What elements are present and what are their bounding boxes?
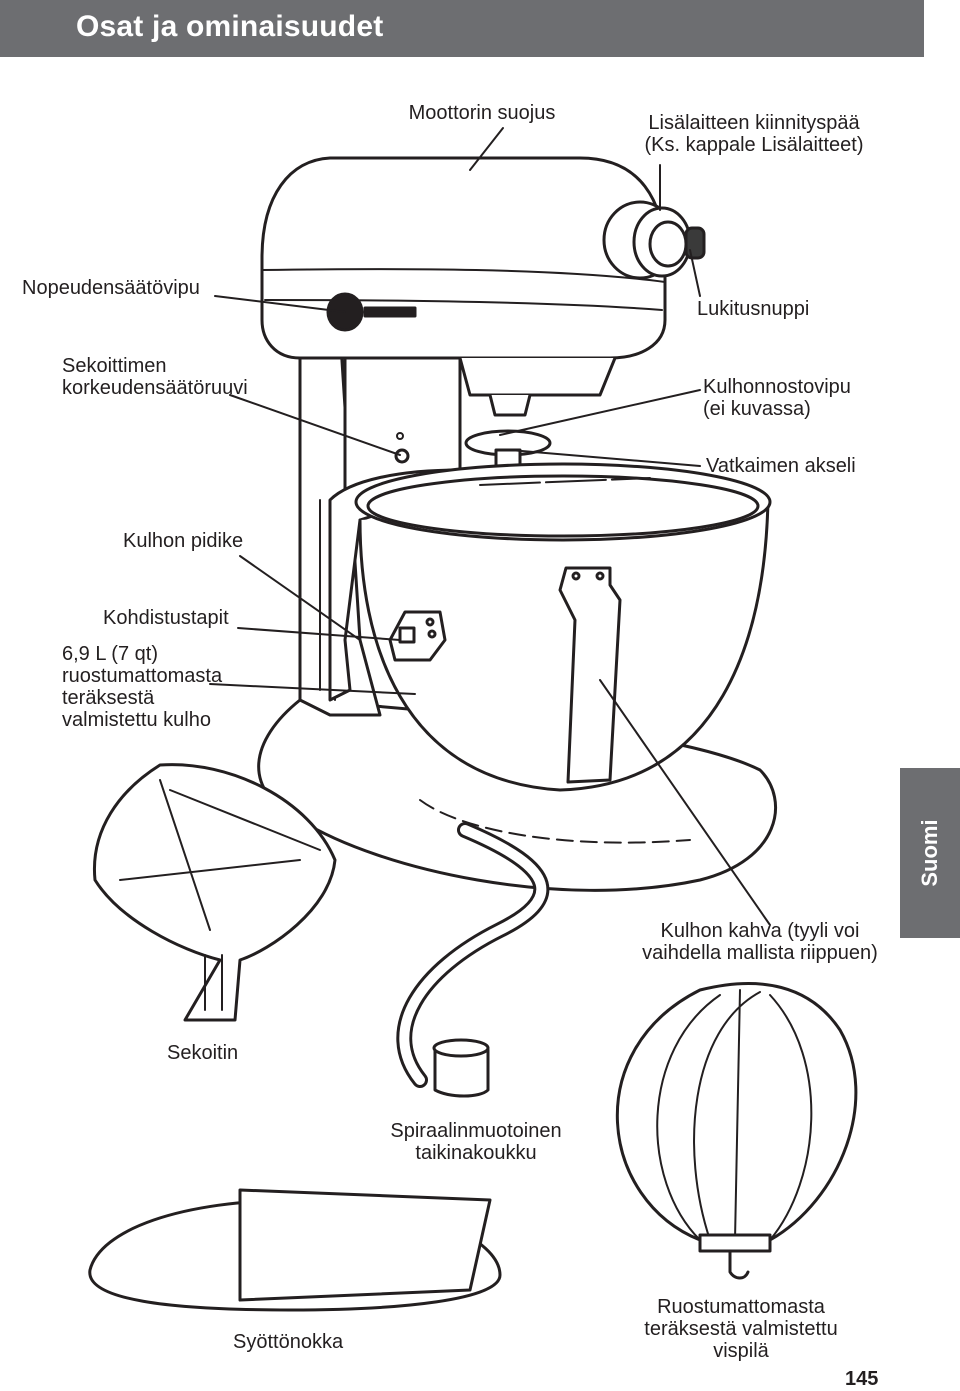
- label-height-screw: Sekoittimen korkeudensäätöruuvi: [62, 355, 248, 399]
- dough-hook-drawing: [396, 822, 550, 1098]
- pouring-shield-drawing: [88, 1188, 502, 1312]
- section-title: Osat ja ominaisuudet: [76, 10, 384, 43]
- label-wire-whip: Ruostumattomasta teräksestä valmistettu …: [644, 1296, 838, 1362]
- flat-beater-drawing: [92, 763, 337, 1022]
- attachment-hub: [602, 200, 706, 280]
- label-beater-shaft: Vatkaimen akseli: [706, 455, 856, 477]
- label-speed-lever: Nopeudensäätövipu: [22, 277, 200, 299]
- label-motor-head: Moottorin suojus: [408, 102, 556, 124]
- label-bowl-lift: Kulhonnostovipu (ei kuvassa): [703, 376, 851, 420]
- leader-lines: [209, 127, 771, 926]
- label-pouring-shield: Syöttönokka: [233, 1331, 344, 1353]
- wire-whip-drawing: [616, 982, 858, 1280]
- label-bowl-handle: Kulhon kahva (tyyli voi vaihdella mallis…: [642, 920, 878, 964]
- bowl: [354, 462, 772, 792]
- label-bowl-support: Kulhon pidike: [123, 530, 244, 552]
- label-dough-hook: Spiraalinmuotoinen taikinakoukku: [390, 1120, 562, 1164]
- label-locking-knob: Lukitusnuppi: [697, 298, 810, 320]
- bowl-handle: [558, 566, 622, 784]
- page-number: 145: [845, 1368, 879, 1390]
- height-screw: [394, 448, 410, 464]
- label-flat-beater: Sekoitin: [167, 1042, 239, 1064]
- label-attachment-hub: Lisälaitteen kiinnityspää (Ks. kappale L…: [644, 112, 864, 156]
- language-tab: Suomi: [900, 768, 960, 938]
- label-locating-pins: Kohdistustapit: [103, 607, 229, 629]
- section-header: Osat ja ominaisuudet: [0, 0, 924, 57]
- locating-pins: [388, 610, 447, 662]
- label-bowl: 6,9 L (7 qt) ruostumattomasta teräksestä…: [62, 643, 223, 731]
- bowl-support-arm: [328, 468, 472, 702]
